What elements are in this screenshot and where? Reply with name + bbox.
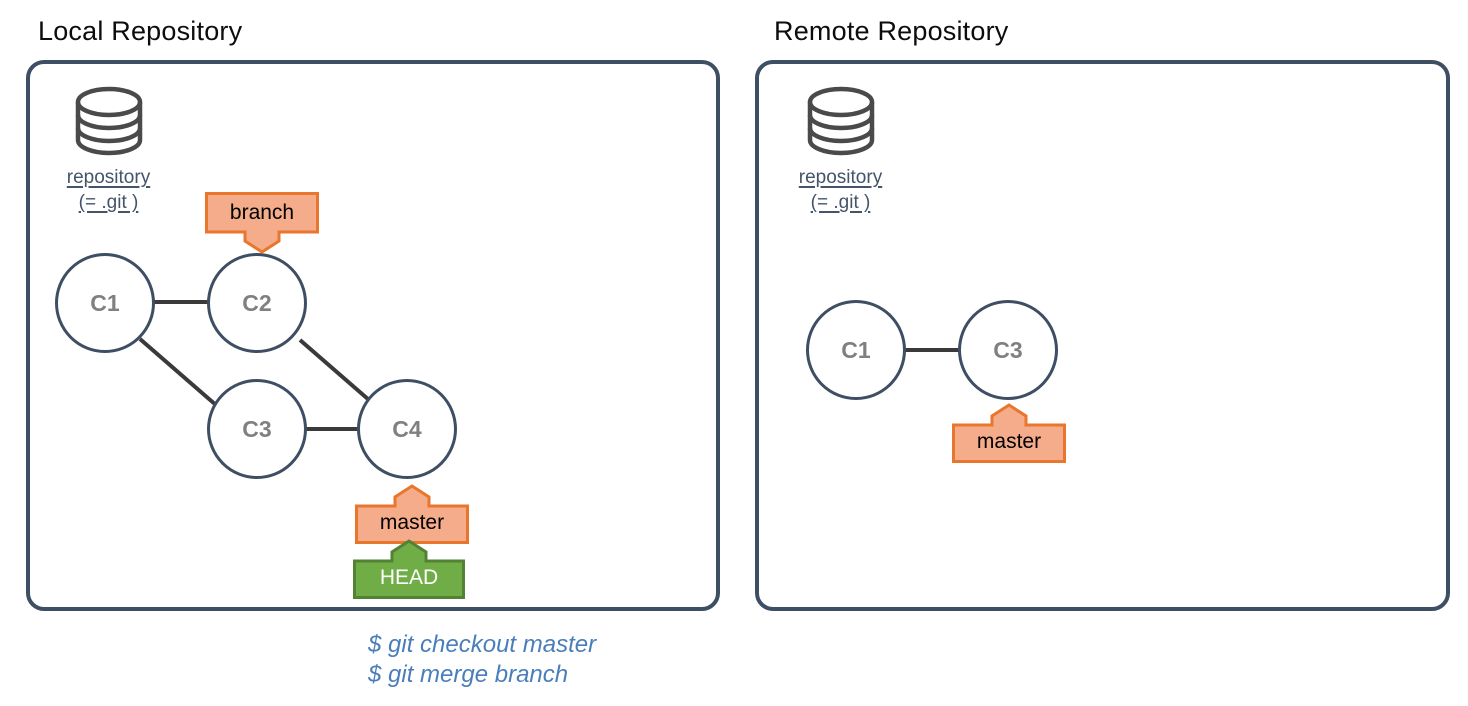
local-repo-label-line2: (= .git ) — [78, 192, 139, 213]
branch-tag-local[interactable]: branch — [205, 192, 319, 254]
local-panel-title: Local Repository — [38, 16, 243, 46]
database-icon — [802, 84, 880, 163]
local-repo-label-line1: repository — [66, 167, 151, 188]
command-line-1: $ git checkout master — [368, 631, 597, 658]
local-repo-label: repository (= .git ) — [36, 165, 181, 215]
commit-node-c1[interactable]: C1 — [55, 253, 155, 353]
edge-remote-c1-c3 — [900, 348, 1010, 352]
commit-node-c3[interactable]: C3 — [207, 379, 307, 479]
commit-node-remote-c3[interactable]: C3 — [958, 300, 1058, 400]
edge-c3-c4 — [300, 427, 380, 431]
remote-repo-label-line2: (= .git ) — [810, 192, 871, 213]
database-icon — [70, 84, 148, 163]
commit-node-remote-c1[interactable]: C1 — [806, 300, 906, 400]
commit-node-c2[interactable]: C2 — [207, 253, 307, 353]
remote-panel-title: Remote Repository — [774, 16, 1009, 46]
head-tag-local[interactable]: HEAD — [353, 539, 465, 599]
edge-c1-c2 — [150, 300, 262, 304]
remote-repo-label-line1: repository — [798, 167, 883, 188]
remote-repo-label: repository (= .git ) — [768, 165, 913, 215]
master-tag-local[interactable]: master — [355, 484, 469, 544]
remote-repository-panel — [755, 60, 1450, 611]
command-line-2: $ git merge branch — [368, 661, 569, 688]
commit-node-c4[interactable]: C4 — [357, 379, 457, 479]
master-tag-remote[interactable]: master — [952, 403, 1066, 463]
